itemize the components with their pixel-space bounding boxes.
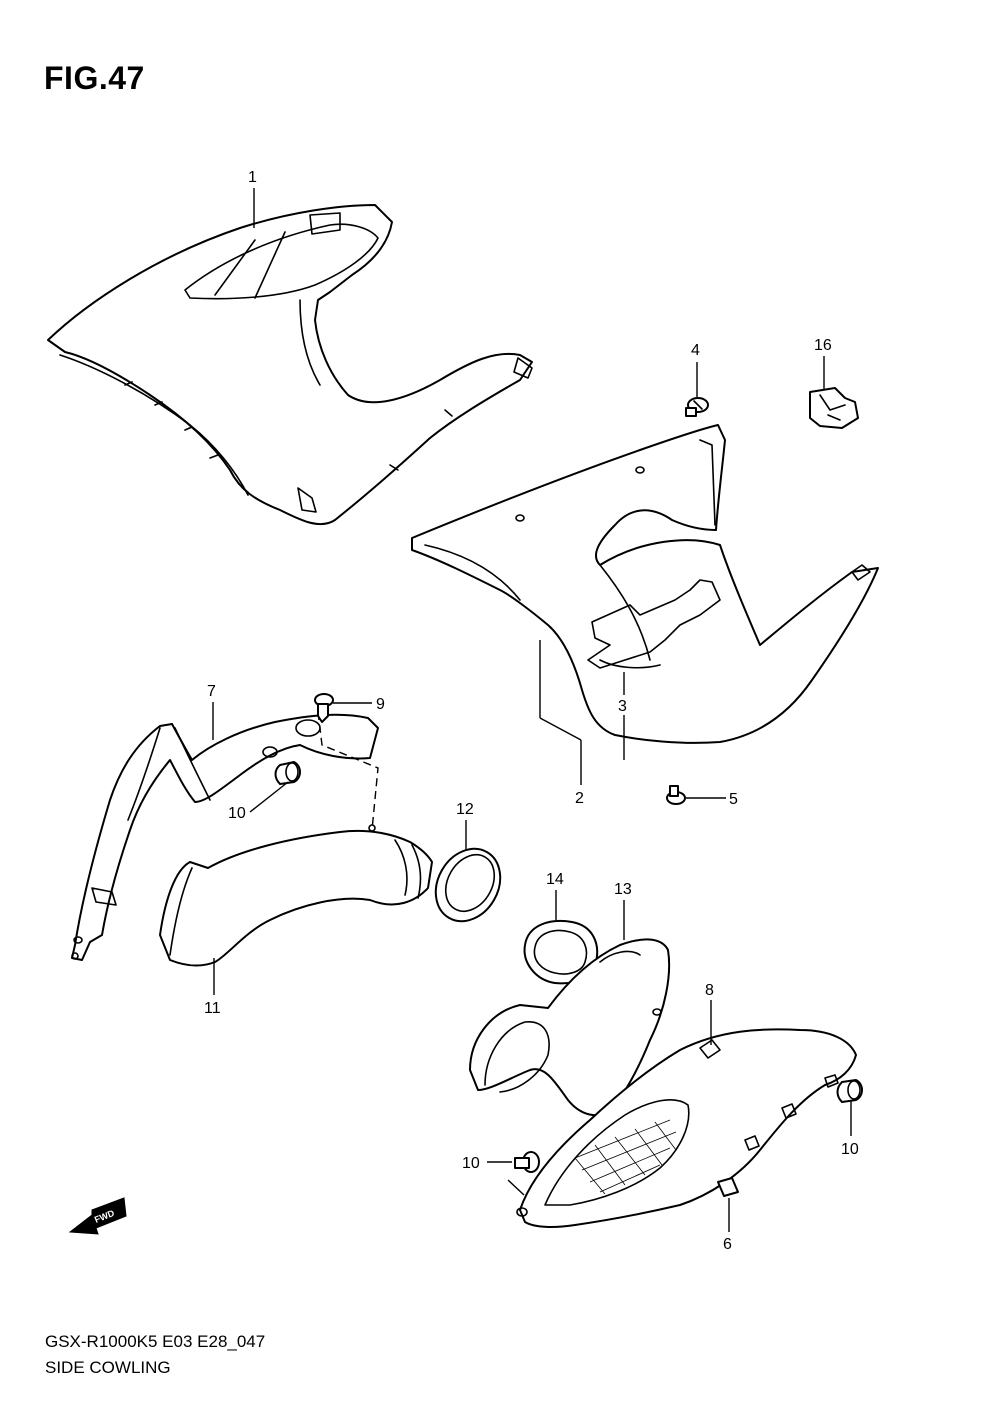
callout-12: 11 bbox=[204, 958, 221, 1017]
callout-14-label: 13 bbox=[614, 881, 632, 898]
part-5-screw[interactable] bbox=[666, 785, 686, 805]
callout-14: 13 bbox=[614, 881, 632, 940]
forward-arrow-icon: FWD bbox=[68, 1197, 127, 1235]
callout-11: 10 bbox=[462, 1155, 525, 1196]
callout-2: 2 bbox=[539, 640, 584, 807]
part-6-clip-nut[interactable] bbox=[717, 1177, 739, 1197]
callout-10a-label: 10 bbox=[228, 805, 246, 822]
callout-11-label: 10 bbox=[462, 1155, 480, 1172]
callout-3: 3 bbox=[618, 672, 627, 760]
callout-13: 12 bbox=[456, 801, 474, 850]
callout-10b-label: 10 bbox=[841, 1141, 859, 1158]
callout-10b: 10 bbox=[841, 1100, 859, 1158]
callout-12-label: 11 bbox=[204, 1000, 221, 1017]
part-10-grommet-right[interactable] bbox=[836, 1079, 863, 1103]
model-code: GSX-R1000K5 E03 E28_047 bbox=[45, 1332, 266, 1351]
callout-6: 6 bbox=[723, 1198, 732, 1253]
part-14-inner-duct[interactable] bbox=[469, 938, 671, 1117]
part-16-clip-nut[interactable] bbox=[809, 387, 859, 429]
callout-7: 7 bbox=[207, 683, 216, 740]
callout-5-label: 5 bbox=[729, 791, 738, 808]
part-1-inner-panel[interactable] bbox=[47, 204, 533, 526]
section-name: SIDE COWLING bbox=[45, 1358, 171, 1377]
callout-4: 4 bbox=[691, 342, 700, 397]
alignment-line-7-12 bbox=[317, 711, 379, 831]
callout-7-label: 7 bbox=[207, 683, 216, 700]
callout-16-label: 16 bbox=[814, 337, 832, 354]
part-12-intake-duct[interactable] bbox=[159, 824, 433, 967]
callout-13-label: 12 bbox=[456, 801, 474, 818]
callout-8: 8 bbox=[705, 982, 714, 1045]
lower-duct-with-mesh[interactable] bbox=[516, 1028, 857, 1228]
part-13-ring-seal[interactable] bbox=[423, 837, 513, 933]
callout-3-label: 3 bbox=[618, 698, 627, 715]
figure-title: FIG.47 bbox=[44, 60, 145, 96]
callout-9-label: 9 bbox=[376, 696, 385, 713]
part-11-screw[interactable] bbox=[514, 1151, 540, 1173]
callout-1-label: 1 bbox=[248, 169, 257, 186]
part-4-screw[interactable] bbox=[685, 397, 709, 417]
callout-2-label: 2 bbox=[575, 790, 584, 807]
callout-10a: 10 bbox=[228, 781, 289, 822]
callout-4-label: 4 bbox=[691, 342, 700, 359]
callout-6-label: 6 bbox=[723, 1236, 732, 1253]
callout-1: 1 bbox=[248, 169, 257, 228]
callout-8-label: 8 bbox=[705, 982, 714, 999]
callout-15: 14 bbox=[546, 871, 564, 920]
part-15-seal[interactable] bbox=[523, 919, 599, 985]
callout-9: 9 bbox=[333, 696, 385, 713]
part-10-grommet-left[interactable] bbox=[274, 761, 301, 785]
callout-5: 5 bbox=[686, 791, 738, 808]
callout-16: 16 bbox=[814, 337, 832, 390]
part-2-side-cowling[interactable] bbox=[411, 424, 879, 744]
mesh-grille bbox=[574, 1119, 677, 1195]
callout-15-label: 14 bbox=[546, 871, 564, 888]
